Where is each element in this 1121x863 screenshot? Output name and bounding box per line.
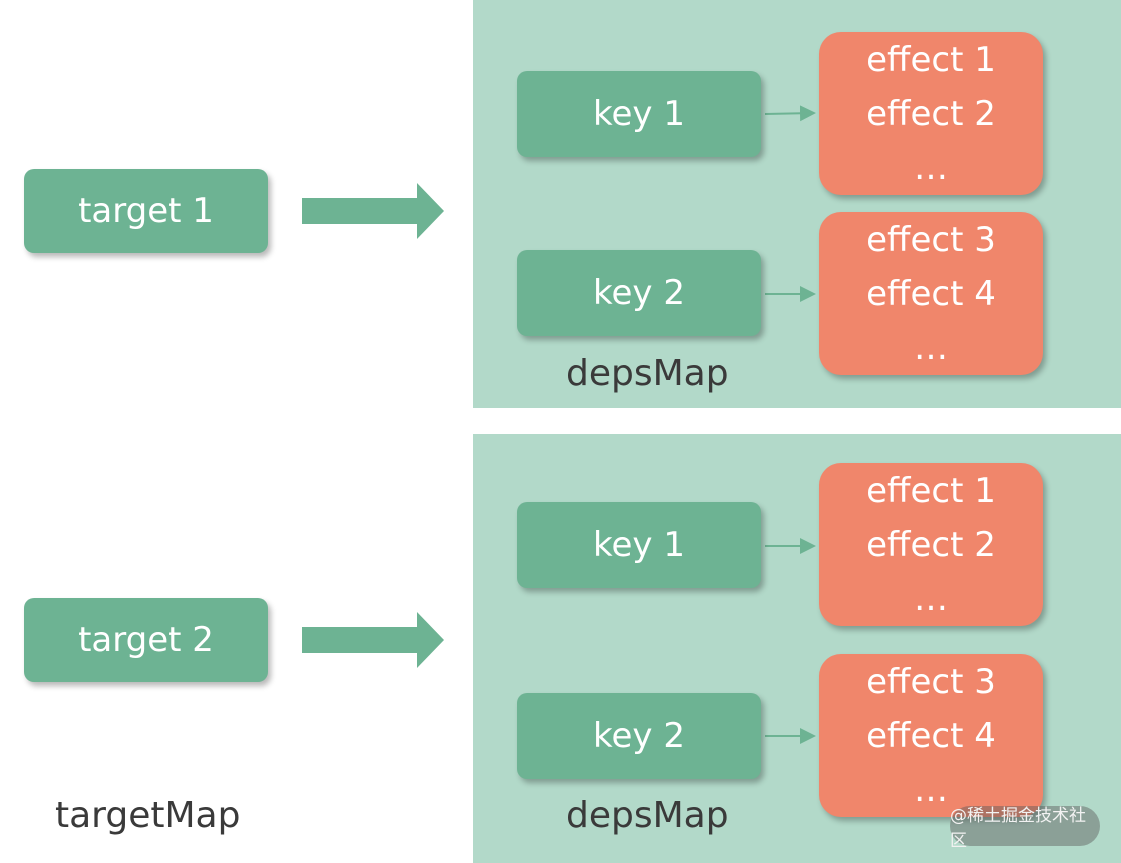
- target-1-node: target 1: [24, 169, 268, 253]
- effect-label: effect 2: [866, 524, 996, 565]
- effect-label: effect 2: [866, 93, 996, 134]
- key-2-node: key 2: [517, 250, 761, 336]
- effect-ellipsis: …: [914, 578, 948, 619]
- key-1-arrow-top: [764, 105, 816, 122]
- effect-ellipsis: …: [914, 327, 948, 368]
- target-2-node: target 2: [24, 598, 268, 682]
- deps-map-caption-2: depsMap: [566, 795, 729, 836]
- effect-label: effect 1: [866, 470, 996, 511]
- target-2-arrow: [302, 612, 444, 668]
- effect-ellipsis: …: [914, 147, 948, 188]
- key-1-node: key 1: [517, 71, 761, 157]
- effect-set-node: effect 1 effect 2 …: [819, 463, 1043, 626]
- effect-label: effect 3: [866, 219, 996, 260]
- effect-ellipsis: …: [914, 769, 948, 810]
- target-1-arrow: [302, 183, 444, 239]
- effect-label: effect 3: [866, 661, 996, 702]
- target-map-caption: targetMap: [55, 795, 241, 836]
- deps-map-caption-1: depsMap: [566, 353, 729, 394]
- effect-label: effect 4: [866, 273, 996, 314]
- watermark: @稀土掘金技术社区: [950, 806, 1100, 851]
- effect-set-node: effect 1 effect 2 …: [819, 32, 1043, 195]
- key-2-node: key 2: [517, 693, 761, 779]
- effect-set-node: effect 3 effect 4 …: [819, 212, 1043, 375]
- effect-label: effect 4: [866, 715, 996, 756]
- key-1-node: key 1: [517, 502, 761, 588]
- effect-label: effect 1: [866, 39, 996, 80]
- effect-set-node: effect 3 effect 4 …: [819, 654, 1043, 817]
